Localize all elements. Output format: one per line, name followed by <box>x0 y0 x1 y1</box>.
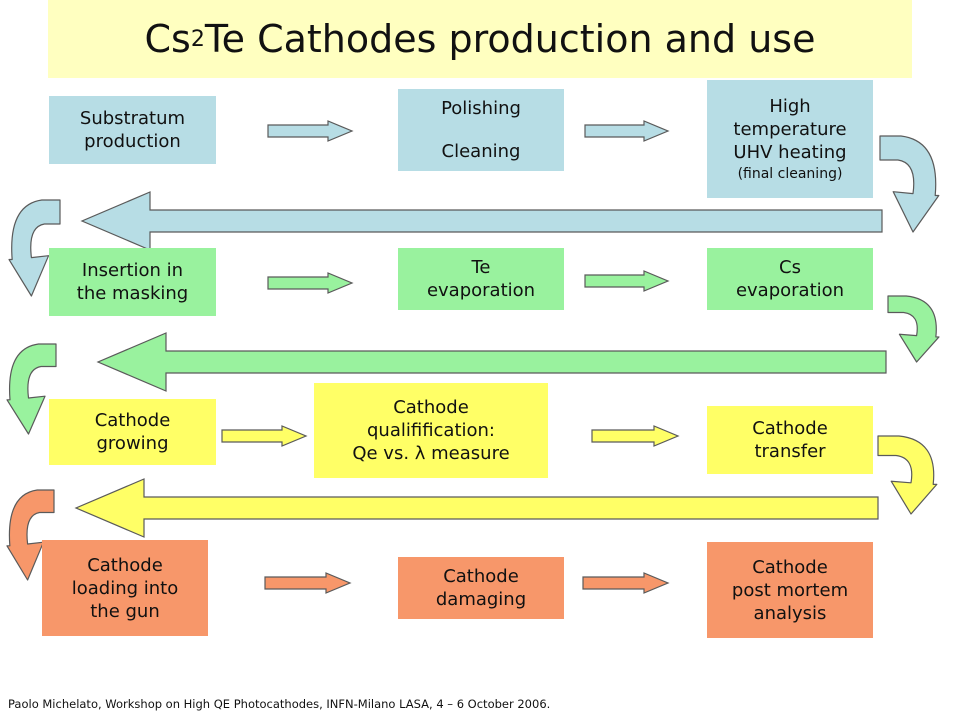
return-arrow <box>96 332 887 392</box>
step-line: growing <box>96 433 169 454</box>
return-arrow <box>80 191 883 251</box>
step-line: Cathode <box>443 566 519 587</box>
step-line: transfer <box>754 441 826 462</box>
step-line: Cathode <box>87 554 163 576</box>
step-line: damaging <box>435 589 527 610</box>
step-line: the masking <box>76 283 189 304</box>
step-line: temperature <box>733 118 847 140</box>
step-line: Cleaning <box>441 141 521 162</box>
footer-citation: Paolo Michelato, Workshop on High QE Pho… <box>8 697 551 711</box>
step-arrow <box>267 272 354 294</box>
step-line: production <box>84 131 181 152</box>
step-line: evaporation <box>426 280 536 301</box>
turn-arrow <box>6 343 57 435</box>
step-arrow <box>584 270 670 292</box>
step-line: UHV heating <box>733 141 847 163</box>
step-arrow <box>264 572 352 594</box>
turn-arrow <box>877 435 938 515</box>
title-prefix: Cs <box>144 17 191 61</box>
step-line: Cathode <box>94 410 171 431</box>
step-line: loading into <box>71 577 179 599</box>
step-line: post mortem <box>731 579 849 601</box>
turn-arrow <box>8 199 61 297</box>
title-subscript: 2 <box>190 26 205 52</box>
step-arrow <box>591 425 680 447</box>
step-line: (final cleaning) <box>737 165 843 182</box>
step-line: Insertion in <box>81 260 184 281</box>
step-arrow <box>584 120 670 142</box>
step-line: High <box>769 95 811 117</box>
step-line: qualifification: <box>366 420 495 441</box>
return-arrow <box>74 478 879 538</box>
step-arrow <box>582 572 670 594</box>
step-line: Qe vs. λ measure <box>352 443 510 464</box>
step-line: Te <box>471 257 491 278</box>
step-line: Cathode <box>752 556 828 578</box>
step-line: analysis <box>753 602 827 624</box>
title-rest: Te Cathodes production and use <box>204 17 816 61</box>
turn-arrow <box>887 295 940 363</box>
step-line: Cs <box>779 257 801 278</box>
step-arrow <box>221 425 308 447</box>
step-line: evaporation <box>735 280 845 301</box>
turn-arrow <box>6 489 55 581</box>
step-line: Substratum <box>79 108 186 129</box>
turn-arrow <box>879 135 940 233</box>
step-line: the gun <box>90 600 160 622</box>
step-line: Cathode <box>752 418 828 439</box>
step-line: Cathode <box>393 397 469 418</box>
step-line: Polishing <box>441 98 521 119</box>
step-arrow <box>267 120 354 142</box>
